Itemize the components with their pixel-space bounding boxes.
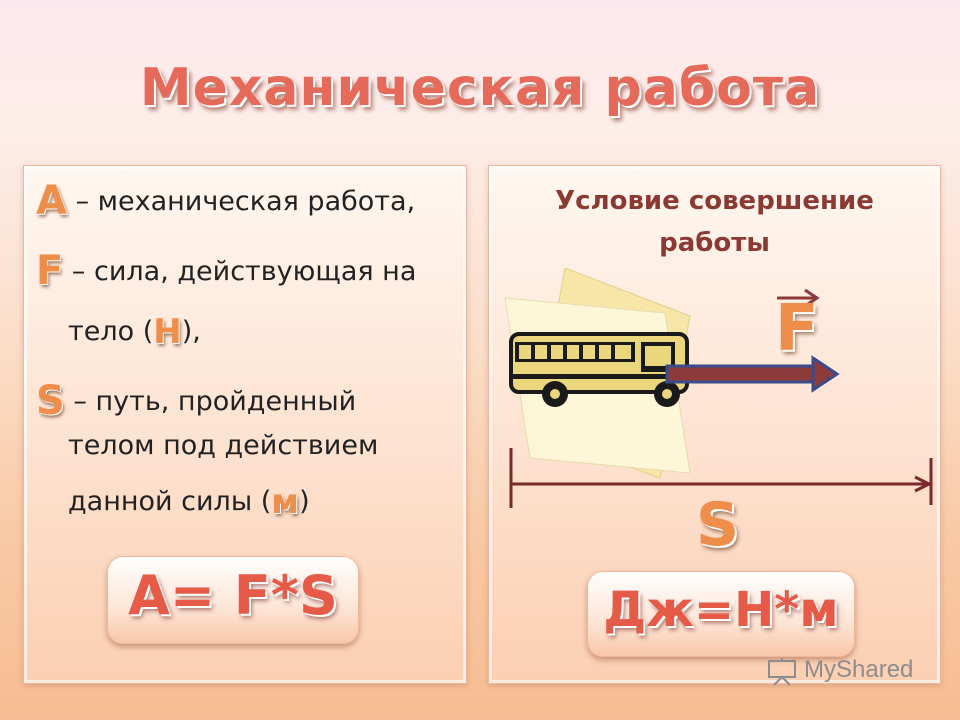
bus-illustration [504, 268, 840, 508]
letter-s: S [36, 378, 65, 424]
definition-work: A – механическая работа, [36, 178, 415, 224]
distance-measure [509, 450, 933, 505]
force-unit-before: тело ( [68, 316, 154, 347]
definition-force: F – сила, действующая на [36, 248, 416, 294]
units-formula: Дж=Н*м [587, 571, 855, 657]
definition-force-text: – сила, действующая на [71, 256, 417, 287]
presentation-icon [768, 658, 796, 686]
definition-path-line2: телом под действием [68, 430, 379, 461]
unit-newton: Н [153, 312, 182, 352]
letter-a: A [36, 178, 67, 224]
vector-arrow [777, 288, 820, 308]
force-label: F [775, 292, 819, 366]
definition-force-unit: тело (Н), [68, 312, 201, 352]
letter-f: F [36, 248, 64, 294]
bus-icon [509, 332, 689, 407]
force-arrow [665, 355, 840, 393]
path-unit-after: ) [299, 486, 310, 517]
condition-title-line1: Условие совершение [555, 186, 874, 216]
condition-title-line2: работы [659, 228, 770, 258]
watermark-text: MyShared [804, 656, 914, 683]
force-unit-after: ), [181, 316, 201, 347]
slide-title: Механическая работа [139, 58, 821, 118]
work-formula: А= F*S [107, 556, 359, 644]
definition-path: S – путь, пройденный [36, 378, 356, 424]
unit-meter: м [271, 482, 300, 522]
definition-work-text: – механическая работа, [75, 186, 416, 217]
definition-path-text: – путь, пройденный [73, 386, 357, 417]
path-unit-before: данной силы ( [68, 486, 272, 517]
definition-path-unit: данной силы (м) [68, 482, 310, 522]
condition-title: Условие совершение работы [489, 180, 940, 264]
distance-label: S [696, 490, 740, 560]
